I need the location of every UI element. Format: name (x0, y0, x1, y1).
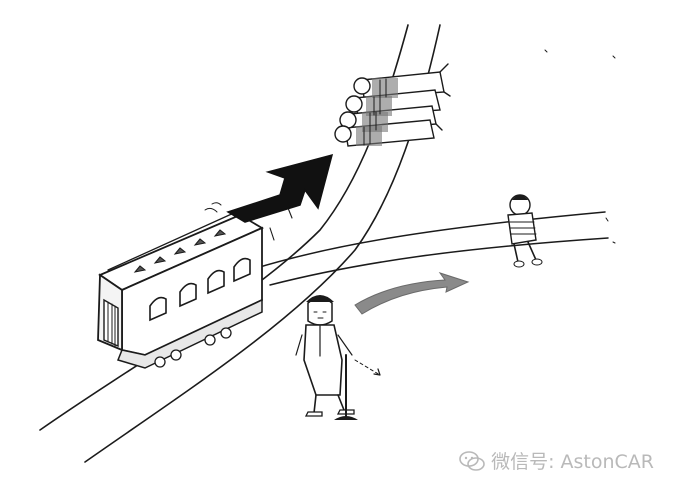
railway-tracks (39, 24, 609, 463)
watermark: 微信号: AstonCAR (459, 447, 654, 474)
wechat-icon (459, 450, 485, 471)
five-people-on-track (334, 63, 451, 147)
man-at-lever (295, 295, 381, 420)
trolley-car (97, 202, 264, 369)
trolley-direction-arrow (226, 153, 334, 223)
switch-direction-arrow (354, 272, 470, 315)
single-person-on-track (507, 194, 543, 268)
watermark-text: 微信号: AstonCAR (491, 451, 654, 473)
